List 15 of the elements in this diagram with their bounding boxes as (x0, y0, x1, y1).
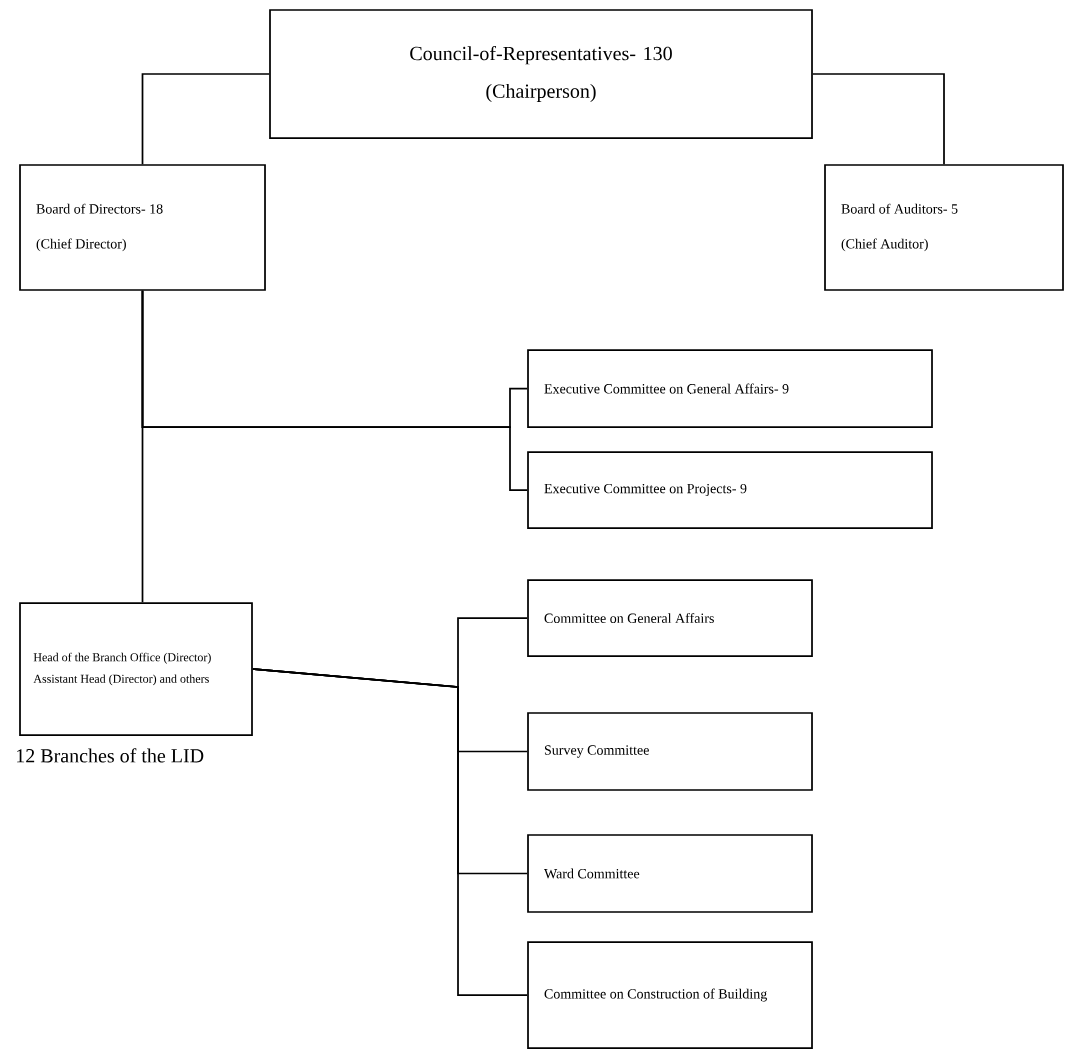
board-box: Board of Auditors- 5 (Chief Auditor) (824, 164, 1064, 291)
committee-box: Executive Committee on Projects- 9 (527, 451, 933, 529)
board-box: Board of Directors- 18 (Chief Director) (19, 164, 266, 291)
committee-box: Committee on Construction of Building (527, 941, 813, 1049)
council-box: Council-of-Representatives- 130 (Chairperson) (269, 9, 813, 139)
connector-line (141, 290, 144, 603)
connector-line (252, 668, 528, 996)
branch-office-box: Head of the Branch Office (Director) Assistant Head (Director) and others (19, 602, 253, 736)
committee-box: Committee on General Affairs (527, 579, 813, 657)
committee-box: Executive Committee on General Affairs- 9 (527, 349, 933, 428)
committee-box: Survey Committee (527, 712, 813, 791)
committee-box: Ward Committee (527, 834, 813, 913)
connector-line (812, 73, 945, 165)
caption-text: 12 Branches of the LID (17, 748, 204, 763)
connector-line (141, 73, 270, 165)
